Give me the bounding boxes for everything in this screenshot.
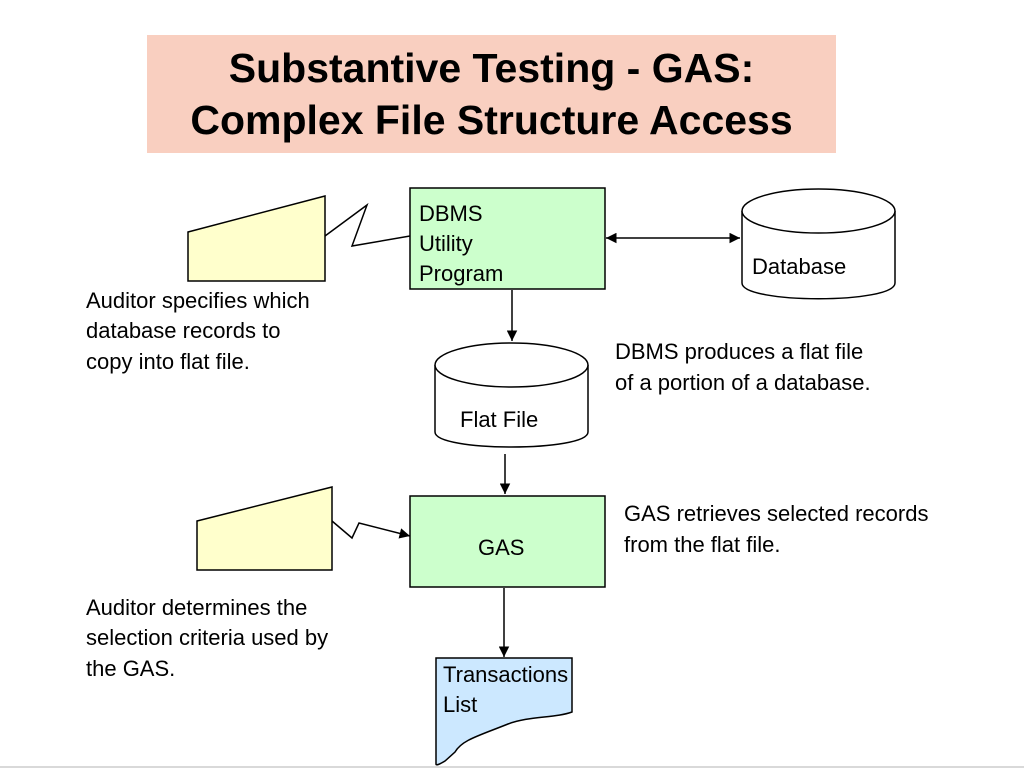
title-line-1: Substantive Testing - GAS: bbox=[228, 45, 755, 91]
lightning-connector-2 bbox=[331, 520, 411, 540]
auditor-determines-line-1: Auditor determines the bbox=[86, 595, 308, 620]
flat-file-cylinder bbox=[434, 342, 589, 448]
transactions-label-1: Transactions bbox=[443, 662, 569, 687]
auditor-specifies-line-1: Auditor specifies which bbox=[86, 288, 310, 313]
dbms-utility-box bbox=[409, 187, 606, 290]
database-cylinder bbox=[741, 188, 896, 300]
transactions-label-2: List bbox=[443, 692, 478, 717]
dbms-utility-label-2: Utility bbox=[419, 231, 473, 256]
manual-input-shape-2 bbox=[196, 486, 333, 571]
gas-retrieves-line-2: from the flat file. bbox=[624, 532, 781, 557]
gas-label: GAS bbox=[478, 535, 525, 560]
manual-input-shape-1 bbox=[187, 195, 326, 282]
auditor-determines-line-2: selection criteria used by bbox=[86, 625, 329, 650]
auditor-specifies-line-3: copy into flat file. bbox=[86, 349, 250, 374]
dbms-produces-line-1: DBMS produces a flat file bbox=[615, 339, 864, 364]
gas-box bbox=[409, 495, 606, 588]
slide-bottom-band bbox=[0, 766, 1024, 768]
auditor-specifies-line-2: database records to bbox=[86, 318, 281, 343]
database-label: Database bbox=[752, 254, 847, 279]
dbms-utility-label-3: Program bbox=[419, 261, 504, 286]
gas-retrieves-line-1: GAS retrieves selected records bbox=[624, 501, 929, 526]
lightning-connector-1 bbox=[324, 202, 411, 247]
auditor-determines-line-3: the GAS. bbox=[86, 656, 176, 681]
dbms-utility-label-1: DBMS bbox=[419, 201, 483, 226]
transactions-document-shape bbox=[435, 657, 573, 766]
dbms-produces-line-2: of a portion of a database. bbox=[615, 370, 871, 395]
title-line-2: Complex File Structure Access bbox=[190, 97, 793, 143]
flat-file-label: Flat File bbox=[460, 407, 539, 432]
title-banner: Substantive Testing - GAS: Complex File … bbox=[147, 35, 836, 153]
